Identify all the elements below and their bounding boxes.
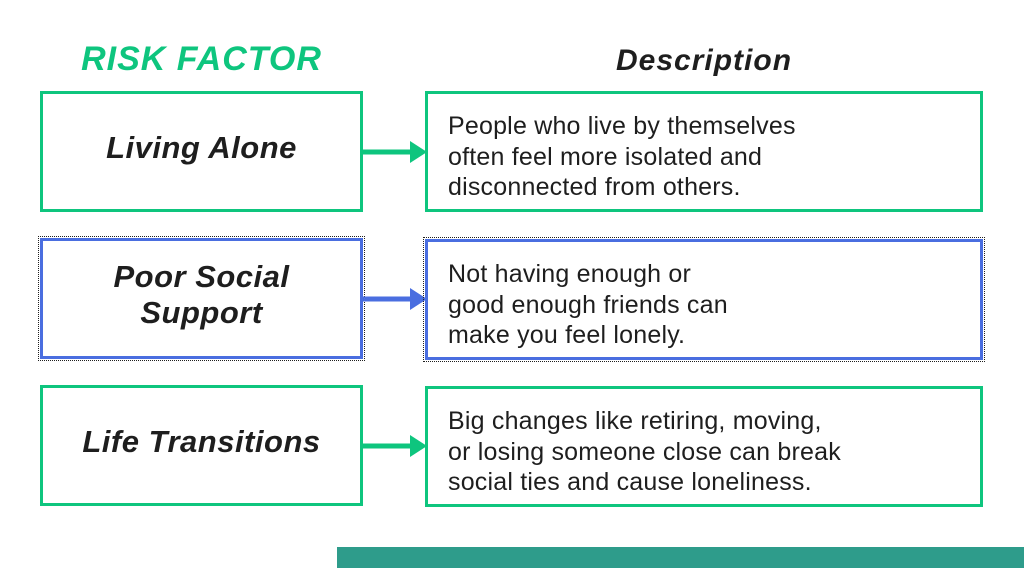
connector-arrow-icon: [360, 287, 428, 311]
connector-arrow-icon: [360, 140, 428, 164]
connector-arrow-icon: [360, 434, 428, 458]
description-box-poor-social-support: Not having enough or good enough friends…: [423, 237, 985, 362]
factor-label: Life Transitions: [82, 423, 321, 459]
factor-label: Living Alone: [106, 129, 297, 165]
description-line: Big changes like retiring, moving,: [448, 407, 822, 435]
description-line: disconnected from others.: [448, 173, 741, 201]
description-heading: Description: [615, 44, 793, 77]
description-line: or losing someone close can break: [448, 437, 841, 466]
description-line: People who live by themselves: [448, 112, 796, 140]
description-box-life-transitions: Big changes like retiring, moving, or lo…: [425, 386, 983, 507]
description-line: Not having enough or: [448, 260, 692, 288]
factor-box-life-transitions: Life Transitions: [40, 385, 363, 506]
description-line: make you feel lonely.: [448, 321, 686, 349]
factor-box-living-alone: Living Alone: [40, 91, 363, 212]
description-box-living-alone: People who live by themselves often feel…: [425, 91, 983, 212]
description-line: good enough friends can: [448, 290, 728, 319]
bottom-accent-bar: [337, 547, 1024, 568]
risk-factor-heading: RISK FACTOR: [81, 40, 322, 78]
factor-label: Poor Social: [113, 258, 290, 294]
description-line: often feel more isolated and: [448, 142, 763, 171]
factor-label: Support: [140, 294, 263, 330]
factor-box-poor-social-support: Poor Social Support: [38, 236, 365, 361]
description-line: social ties and cause loneliness.: [448, 468, 812, 496]
